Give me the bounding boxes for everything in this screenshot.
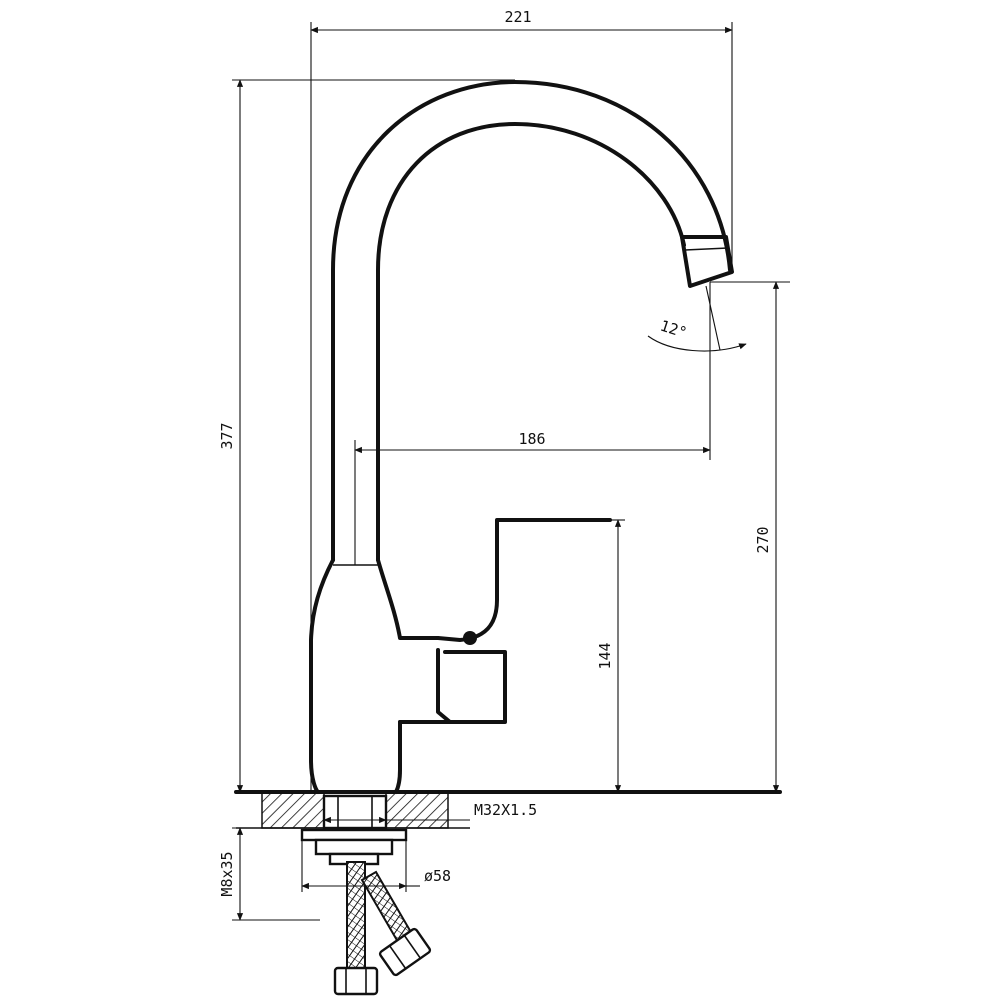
label-handle-height: 144 bbox=[596, 642, 614, 669]
hose-nut-right bbox=[378, 927, 432, 977]
mounting-shank bbox=[322, 794, 388, 830]
label-stud: M8x35 bbox=[218, 851, 236, 896]
mounting-hardware bbox=[300, 828, 432, 996]
dimension-lines bbox=[236, 26, 780, 921]
label-spout-height: 270 bbox=[754, 526, 772, 553]
label-total-height: 377 bbox=[218, 422, 236, 449]
label-spout-angle: 12° bbox=[658, 316, 689, 341]
label-base-diameter: ø58 bbox=[424, 867, 451, 885]
dim-spout-angle bbox=[647, 335, 747, 352]
body-lower bbox=[309, 558, 440, 794]
hose-nut-left bbox=[333, 966, 379, 996]
spout-outer bbox=[331, 80, 732, 562]
label-thread: M32X1.5 bbox=[474, 801, 537, 819]
label-total-width: 221 bbox=[504, 8, 531, 26]
dimension-labels: 221 377 186 270 144 12° M32X1.5 ø58 M8x3… bbox=[218, 8, 772, 897]
handle-lever bbox=[398, 518, 612, 724]
hose-right bbox=[360, 870, 414, 944]
hose-left bbox=[346, 861, 366, 973]
label-spout-reach: 186 bbox=[518, 430, 545, 448]
spout-inner bbox=[376, 122, 686, 562]
